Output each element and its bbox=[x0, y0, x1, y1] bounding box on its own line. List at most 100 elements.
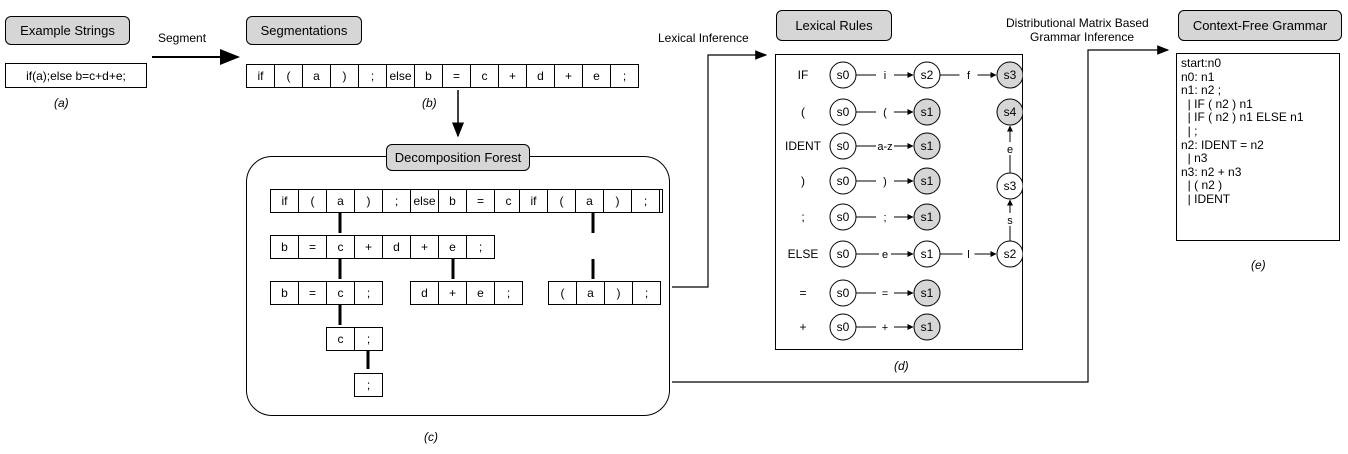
token-cell: ; bbox=[632, 281, 661, 305]
token-cell: b bbox=[438, 189, 467, 213]
token-cell: ) bbox=[603, 189, 632, 213]
accepting-state-node bbox=[913, 167, 941, 195]
state-node bbox=[829, 61, 857, 89]
state-node bbox=[829, 313, 857, 341]
token-cell: c bbox=[326, 281, 355, 305]
state-label: s4 bbox=[1004, 105, 1017, 119]
accepting-state-node bbox=[913, 313, 941, 341]
token-cell: ( bbox=[274, 64, 303, 88]
cfg-header: Context-Free Grammar bbox=[1178, 10, 1342, 41]
token-cell: a bbox=[575, 189, 604, 213]
transition-label-bg bbox=[876, 286, 894, 298]
transition-label-bg bbox=[876, 139, 894, 151]
state-label: s1 bbox=[921, 105, 934, 119]
segmentations-header: Segmentations bbox=[246, 16, 362, 45]
token-cell: a bbox=[326, 189, 355, 213]
transition-label: = bbox=[882, 288, 888, 300]
state-label: s0 bbox=[837, 286, 850, 300]
transition-label-bg bbox=[959, 68, 978, 80]
state-label: s0 bbox=[837, 174, 850, 188]
state-label: s0 bbox=[837, 210, 850, 224]
forest-links bbox=[338, 213, 595, 369]
distributional-label-1: Distributional Matrix Based bbox=[1006, 16, 1149, 30]
rule-token-label: IDENT bbox=[785, 139, 822, 153]
cfg-box bbox=[1176, 53, 1340, 241]
transition-label: ) bbox=[883, 176, 887, 188]
caption-d: (d) bbox=[894, 359, 909, 373]
token-cell: + bbox=[354, 235, 383, 259]
lexical-rules-box bbox=[775, 54, 1023, 350]
state-label: s1 bbox=[921, 174, 934, 188]
token-cell: d bbox=[526, 64, 555, 88]
token-cell: ( bbox=[547, 189, 576, 213]
lexical-inference-label: Lexical Inference bbox=[658, 31, 749, 45]
example-strings-header: Example Strings bbox=[5, 16, 130, 45]
token-cell: e bbox=[466, 281, 495, 305]
state-node bbox=[829, 279, 857, 307]
state-label: s1 bbox=[921, 286, 934, 300]
token-cell: d bbox=[382, 235, 411, 259]
token-cell: ( bbox=[548, 281, 577, 305]
token-cell: ; bbox=[354, 281, 383, 305]
grammar-rule-line: | IDENT bbox=[1181, 191, 1231, 206]
grammar-rule-line: | ; bbox=[1181, 123, 1198, 138]
token-cell: c bbox=[326, 327, 355, 351]
state-label: s0 bbox=[837, 105, 850, 119]
state-label: s1 bbox=[921, 320, 934, 334]
accepting-state-node bbox=[913, 132, 941, 160]
rule-token-label: = bbox=[799, 286, 806, 300]
token-cell: ) bbox=[354, 189, 383, 213]
accepting-state-node bbox=[996, 61, 1023, 89]
token-cell: c bbox=[326, 235, 355, 259]
grammar-rule-line: | ( n2 ) bbox=[1181, 178, 1223, 193]
token-cell: = bbox=[298, 235, 327, 259]
token-cell: e bbox=[582, 64, 611, 88]
transition-label: e bbox=[882, 249, 888, 261]
token-cell: ; bbox=[354, 373, 383, 397]
token-cell: + bbox=[554, 64, 583, 88]
transition-label: f bbox=[967, 70, 971, 82]
state-node bbox=[996, 172, 1023, 200]
caption-a: (a) bbox=[54, 96, 69, 110]
state-label: s2 bbox=[1004, 247, 1017, 261]
grammar-rule-line: | IF ( n2 ) n1 bbox=[1181, 96, 1253, 111]
token-cell: a bbox=[302, 64, 331, 88]
transition-label: e bbox=[1007, 144, 1013, 156]
transition-label: i bbox=[884, 70, 886, 82]
transition-label: l bbox=[967, 249, 969, 261]
state-label: s1 bbox=[921, 247, 934, 261]
token-cell: b bbox=[414, 64, 443, 88]
transition-label-bg bbox=[876, 68, 894, 80]
rule-token-label: ; bbox=[801, 210, 804, 224]
token-cell: + bbox=[498, 64, 527, 88]
state-node bbox=[996, 240, 1023, 268]
token-cell: ; bbox=[354, 327, 383, 351]
token-cell: ; bbox=[382, 189, 411, 213]
token-cell: ; bbox=[610, 64, 639, 88]
state-label: s0 bbox=[837, 139, 850, 153]
token-cell: ; bbox=[358, 64, 387, 88]
token-cell: = bbox=[298, 281, 327, 305]
state-label: s2 bbox=[921, 68, 934, 82]
token-cell: ( bbox=[298, 189, 327, 213]
lexical-rules-header: Lexical Rules bbox=[776, 10, 892, 41]
accepting-state-node bbox=[996, 98, 1023, 126]
state-node bbox=[829, 203, 857, 231]
rule-token-label: + bbox=[799, 320, 806, 334]
grammar-rule-line: start:n0 bbox=[1181, 56, 1222, 70]
transition-label: s bbox=[1007, 215, 1013, 227]
state-node bbox=[829, 98, 857, 126]
grammar-rule-line: n1: n2 ; bbox=[1181, 83, 1222, 98]
state-node bbox=[913, 240, 941, 268]
token-cell: ; bbox=[466, 235, 495, 259]
grammar-rule-line: n0: n1 bbox=[1181, 69, 1215, 84]
grammar-rule-line: | IF ( n2 ) n1 ELSE n1 bbox=[1181, 110, 1304, 125]
transition-label-bg bbox=[1004, 213, 1016, 226]
token-cell: if bbox=[519, 189, 548, 213]
forest-header: Decomposition Forest bbox=[386, 144, 530, 171]
token-cell: else bbox=[410, 189, 439, 213]
token-cell: ; bbox=[631, 189, 660, 213]
token-cell: ) bbox=[330, 64, 359, 88]
